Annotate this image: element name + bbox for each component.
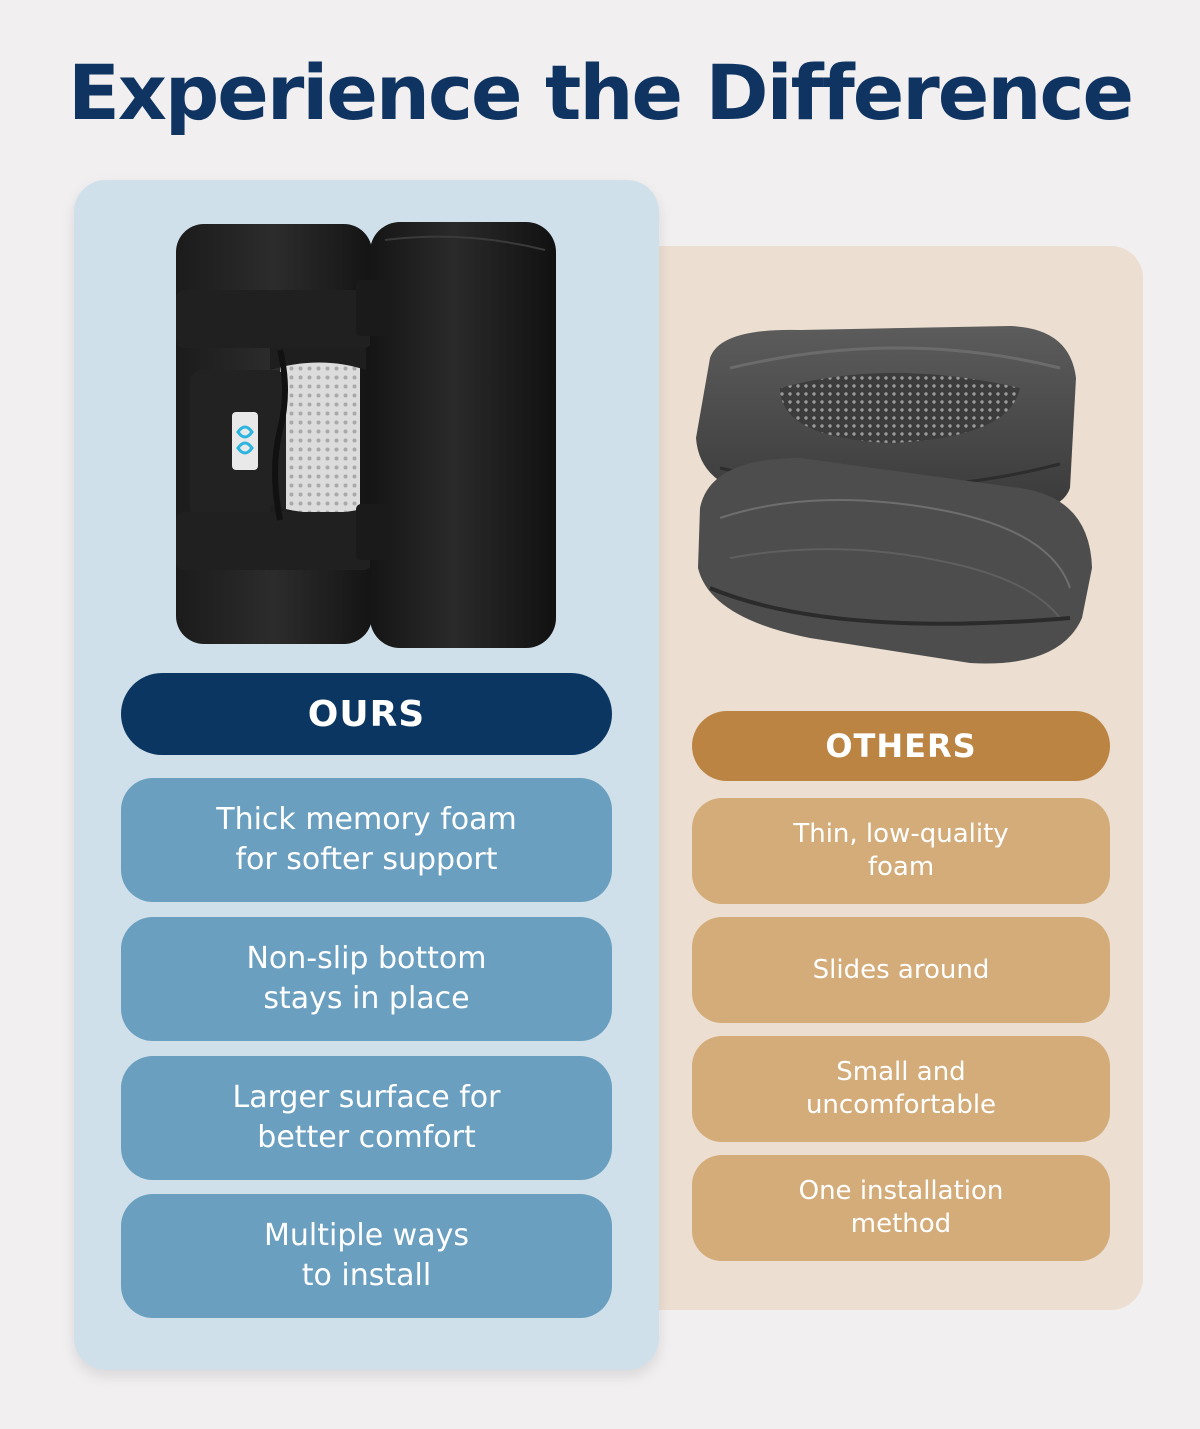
ours-label: OURS [121, 673, 612, 755]
others-feature-2: Slides around [692, 917, 1110, 1023]
others-feature-1: Thin, low-quality foam [692, 798, 1110, 904]
ours-feature-1: Thick memory foam for softer support [121, 778, 612, 902]
ours-feature-2: Non-slip bottom stays in place [121, 917, 612, 1041]
ours-feature-3: Larger surface for better comfort [121, 1056, 612, 1180]
others-feature-3: Small and uncomfortable [692, 1036, 1110, 1142]
headline: Experience the Difference [67, 48, 1134, 137]
ours-feature-4: Multiple ways to install [121, 1194, 612, 1318]
others-feature-4: One installation method [692, 1155, 1110, 1261]
others-product-image [696, 326, 1092, 664]
ours-product-image [176, 222, 556, 648]
others-label: OTHERS [692, 711, 1110, 781]
